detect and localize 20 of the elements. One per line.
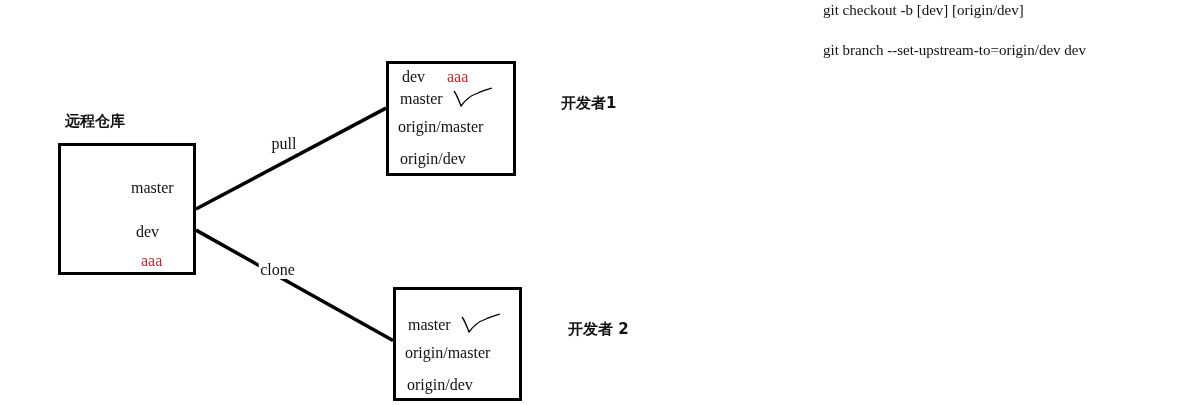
command-text: git checkout -b [dev] [origin/dev] xyxy=(823,1,1024,19)
branch-name: origin/dev xyxy=(400,150,466,168)
connector-line xyxy=(195,106,387,211)
branch-name: origin/master xyxy=(398,118,484,136)
branch-name: aaa xyxy=(141,252,163,270)
repository-heading: 远程仓库 xyxy=(65,112,125,130)
developer-label: 开发者1 xyxy=(561,94,617,112)
edge-label: clone xyxy=(258,261,297,280)
connector-line xyxy=(195,228,394,343)
edge-label: pull xyxy=(269,134,299,153)
branch-name: origin/dev xyxy=(407,376,473,394)
branch-name: master xyxy=(131,179,174,197)
command-text: git branch --set-upstream-to=origin/dev dev xyxy=(823,41,1086,59)
branch-name: origin/master xyxy=(405,344,491,362)
branch-name: dev xyxy=(402,68,426,86)
developer-label: 开发者 2 xyxy=(568,320,629,338)
branch-name: aaa xyxy=(447,68,469,86)
branch-name: master xyxy=(400,90,443,108)
branch-name: dev xyxy=(136,223,160,241)
branch-name: master xyxy=(408,316,451,334)
